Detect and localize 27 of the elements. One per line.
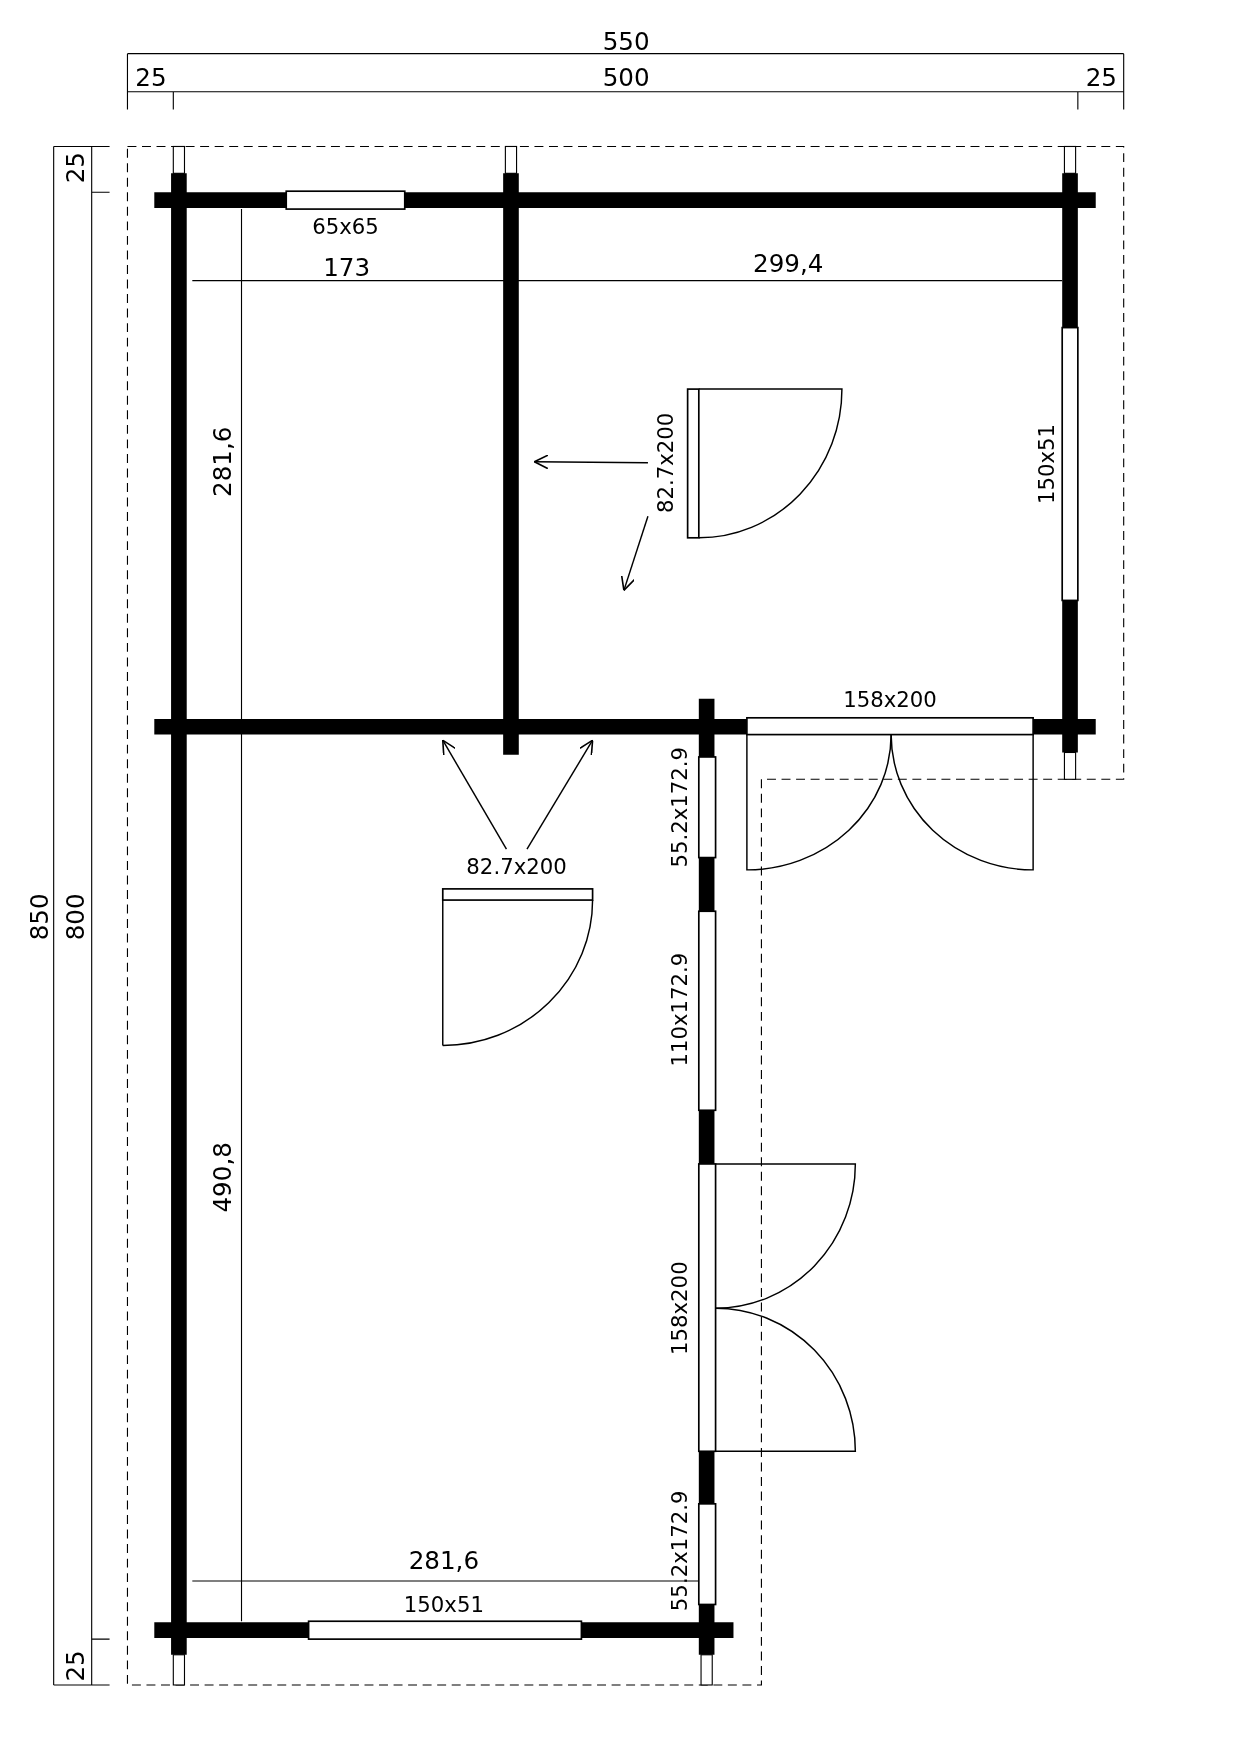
dimension-label: 55.2x172.9 (669, 1490, 691, 1612)
dimension-label: 281,6 (408, 1548, 480, 1574)
dimension-label: 850 (27, 893, 53, 941)
dimension-label: 150x51 (1035, 423, 1058, 505)
dimension-label: 299,4 (753, 251, 824, 277)
door-size-label: 82.7x200 (466, 855, 567, 878)
dimension-label: 25 (135, 65, 167, 91)
dimension-label: 500 (602, 65, 650, 91)
dimension-label: 158x200 (669, 1261, 691, 1355)
dimension-label: 25 (63, 152, 89, 184)
dimension-label: 25 (63, 1650, 89, 1682)
door-size-label: 82.7x200 (654, 412, 676, 514)
dimension-label: 490,8 (211, 1142, 236, 1213)
dimension-label: 65x65 (312, 216, 379, 238)
dimension-label: 173 (323, 256, 371, 281)
dimension-label: 281,6 (211, 426, 236, 497)
dimension-label: 158x200 (843, 689, 937, 711)
dimension-label: 25 (1085, 65, 1117, 91)
leader-arrow (441, 739, 508, 850)
dimension-label: 110x172.9 (669, 952, 691, 1067)
dimension-label: 55.2x172.9 (669, 746, 691, 868)
leader-arrow (533, 454, 649, 470)
leader-arrow (526, 739, 594, 850)
leader-arrow (620, 515, 649, 592)
dimension-label: 550 (602, 30, 650, 55)
dimension-label: 150x51 (403, 1593, 484, 1616)
dimension-label: 800 (63, 893, 89, 941)
